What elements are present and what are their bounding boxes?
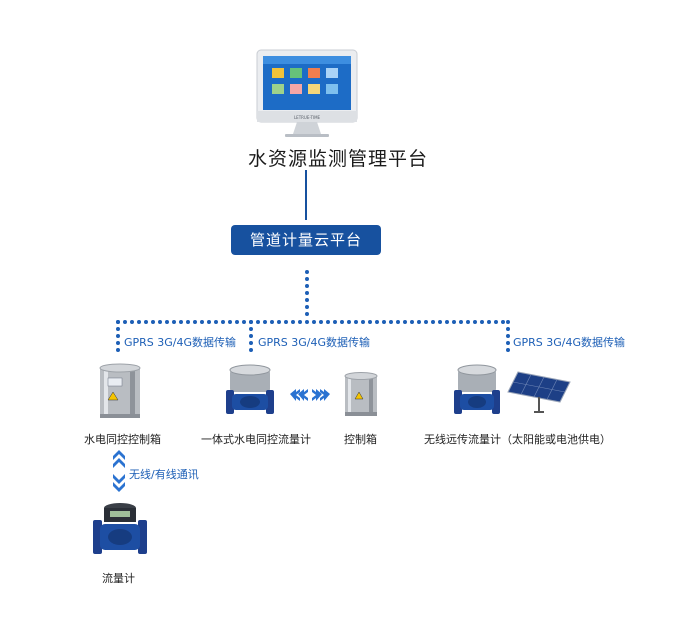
bidirectional-arrow-icon [290,389,330,401]
control-box-icon [99,363,141,418]
control-box-small-icon [344,372,378,416]
flow-meter-icon [93,503,147,554]
flow-meter-label: 流量计 [102,572,135,585]
gprs-label-mid: GPRS 3G/4G数据传输 [258,336,371,349]
monitor-brand-text: LETRUE-TIME [294,115,321,120]
integrated-meter-icon [226,364,274,414]
control-box-label: 控制箱 [344,433,377,446]
cloud-platform-box: 管道计量云平台 [231,225,381,255]
vertical-link-arrow-icon [113,450,125,492]
gprs-label-right: GPRS 3G/4G数据传输 [513,336,626,349]
integrated-meter-label: 一体式水电同控流量计 [201,433,311,446]
wired-wireless-label: 无线/有线通讯 [129,468,199,481]
control-box-sync-label: 水电同控控制箱 [84,433,161,446]
monitor-icon [256,49,358,137]
remote-meter-icon [454,364,500,414]
gprs-label-left: GPRS 3G/4G数据传输 [124,336,237,349]
remote-meter-label: 无线远传流量计（太阳能或电池供电） [424,433,611,446]
platform-title: 水资源监测管理平台 [247,148,428,170]
solar-panel-icon [507,371,571,413]
